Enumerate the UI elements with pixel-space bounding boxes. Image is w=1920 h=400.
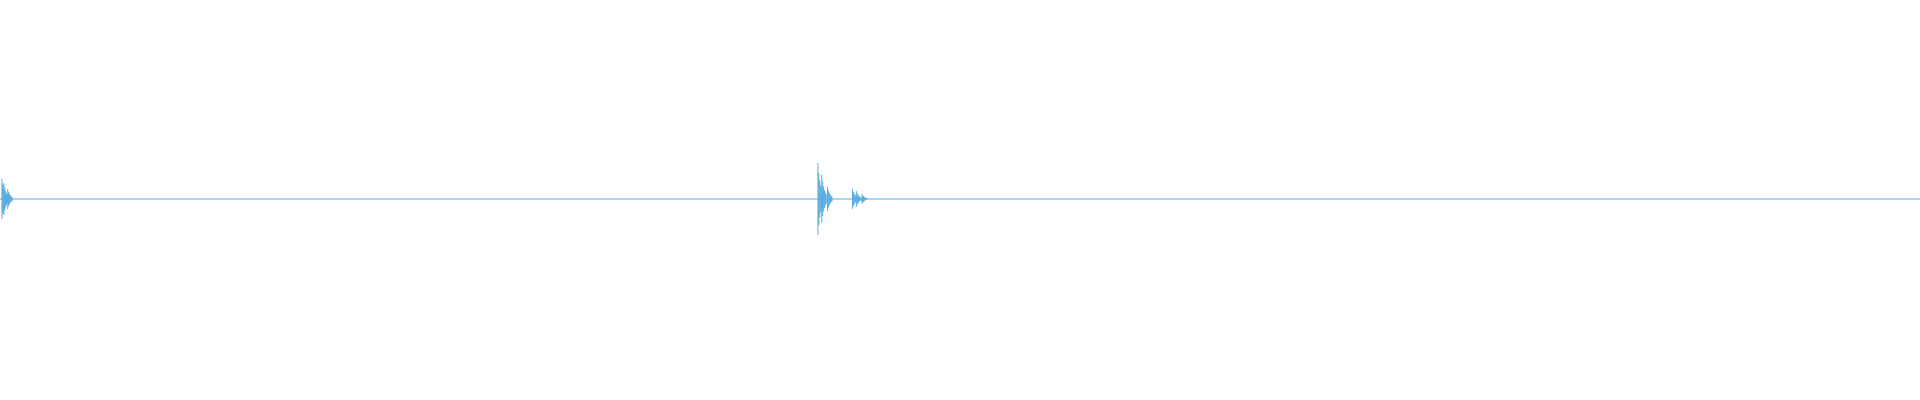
waveform-spikes xyxy=(1,163,868,235)
